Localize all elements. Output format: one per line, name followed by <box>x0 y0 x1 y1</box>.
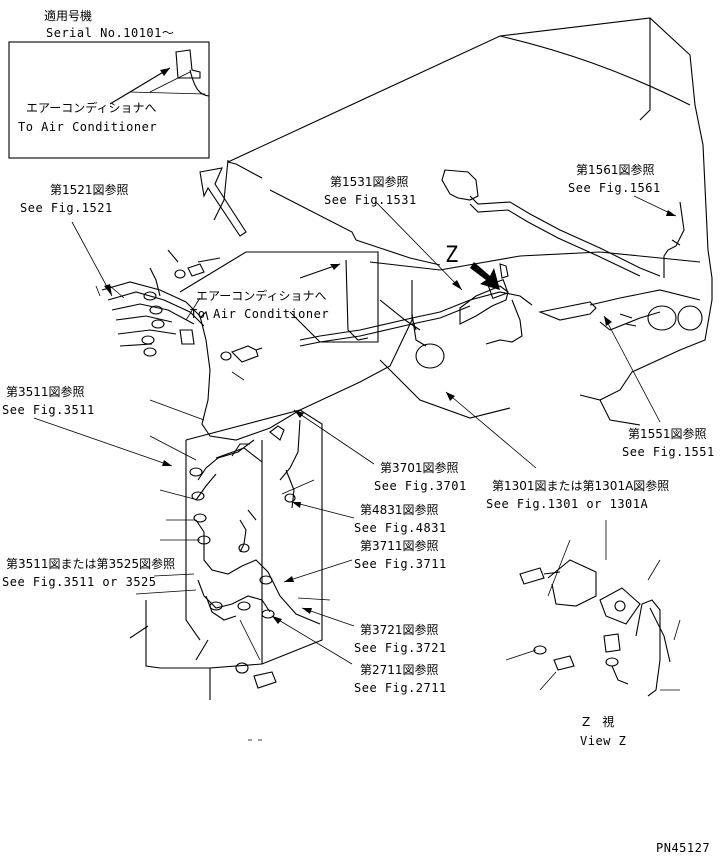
view-z-detail <box>505 520 681 697</box>
outline-arrow <box>199 167 247 237</box>
callout-3701-en: See Fig.3701 <box>374 479 467 493</box>
leader-lines <box>33 195 677 665</box>
view-z-relay <box>599 587 641 625</box>
callout-3721-jp: 第3721図参照 <box>360 622 439 637</box>
callout-labels: 第1521図参照 See Fig.1521 第1531図参照 See Fig.1… <box>2 162 715 855</box>
callout-2711-en: See Fig.2711 <box>354 681 447 695</box>
callout-4831-en: See Fig.4831 <box>354 521 447 535</box>
inset-to-ac-jp: エアーコンディショナへ <box>26 100 156 115</box>
relay-block <box>459 285 509 325</box>
z-direction-arrow <box>470 262 500 290</box>
callout-3711-en: See Fig.3711 <box>354 557 447 571</box>
callout-3511-jp: 第3511図参照 <box>6 384 85 399</box>
callout-1531-jp: 第1531図参照 <box>330 174 409 189</box>
left-harness <box>101 249 413 441</box>
part-number: PN45127 <box>656 841 710 855</box>
inset-serial-box: 適用号機 Serial No.10101〜 エアーコンディショナへ To Air… <box>8 8 210 159</box>
callout-3525-jp: 第3511図または第3525図参照 <box>6 556 175 571</box>
inset-connector <box>175 49 201 79</box>
lower-tank <box>129 409 323 741</box>
upper-right-harness <box>441 169 703 331</box>
ac-callout-frame <box>179 251 379 343</box>
inset-title: 適用号機 <box>44 8 92 23</box>
callout-3721-en: See Fig.3721 <box>354 641 447 655</box>
callout-ac-en: To Air Conditioner <box>190 307 329 321</box>
center-harness <box>299 263 533 369</box>
callout-3525-en: See Fig.3511 or 3525 <box>2 575 157 589</box>
callout-1551-en: See Fig.1551 <box>622 445 715 459</box>
z-arrow: Z <box>445 243 500 290</box>
callout-1301-en: See Fig.1301 or 1301A <box>486 497 648 511</box>
inset-frame <box>8 41 210 159</box>
view-z-en: View Z <box>580 734 626 748</box>
inset-to-ac-en: To Air Conditioner <box>18 120 157 134</box>
callout-4831-jp: 第4831図参照 <box>360 502 439 517</box>
callout-1521-jp: 第1521図参照 <box>50 182 129 197</box>
cab-body-outline <box>213 17 713 426</box>
callout-1301-jp: 第1301図または第1301A図参照 <box>492 478 669 493</box>
callout-1521-en: See Fig.1521 <box>20 201 113 215</box>
view-z-jp: Z 視 <box>582 714 614 729</box>
z-letter: Z <box>445 243 459 268</box>
callout-1551-jp: 第1551図参照 <box>628 426 707 441</box>
callout-1561-jp: 第1561図参照 <box>576 162 655 177</box>
callout-3711-jp: 第3711図参照 <box>360 538 439 553</box>
callout-1561-en: See Fig.1561 <box>568 181 661 195</box>
callout-1531-en: See Fig.1531 <box>324 193 417 207</box>
callout-3701-jp: 第3701図参照 <box>380 460 459 475</box>
callout-3511-en: See Fig.3511 <box>2 403 95 417</box>
connector-1531 <box>441 169 479 201</box>
horn <box>415 343 445 369</box>
inset-serial: Serial No.10101〜 <box>46 26 174 40</box>
callout-ac-jp: エアーコンディショナへ <box>196 288 326 303</box>
callout-2711-jp: 第2711図参照 <box>360 662 439 677</box>
